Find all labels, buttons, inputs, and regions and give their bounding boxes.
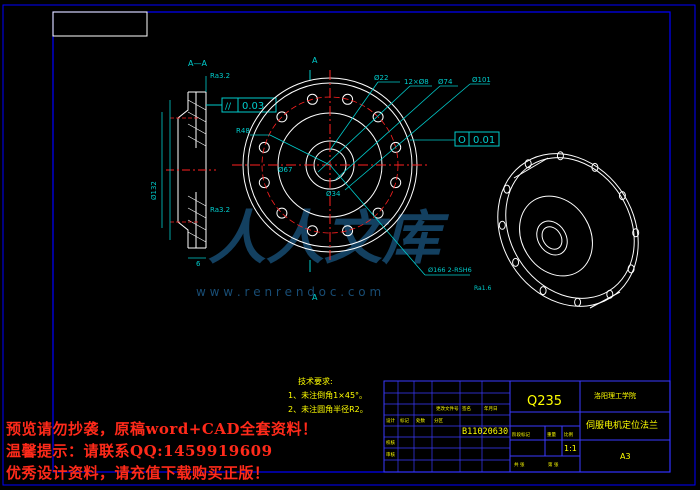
iso-bolt-hole (591, 162, 599, 172)
cut-mark-bottom: A (312, 293, 318, 302)
section-label: A—A (188, 59, 207, 68)
dim-section-thickness: 6 (196, 260, 201, 268)
dim-label-8: Ø34 (326, 190, 341, 198)
bolt-hole (342, 225, 354, 237)
title-label-review: 审核 (386, 451, 395, 458)
iso-view (497, 151, 640, 309)
section-view: A—A Ø132 6 Ra3.2 Ra3 (150, 59, 277, 268)
iso-bolt-hole (618, 191, 626, 201)
tech-req-item-1: 1、未注倒角1×45°。 (288, 390, 367, 400)
iso-bolt-hole (524, 159, 532, 169)
roughness-3: Ra1.6 (474, 285, 491, 292)
title-label-weight: 重量 (547, 431, 556, 438)
title-school: 洛阳理工学院 (594, 391, 636, 400)
tol-circularity-symbol: O (458, 135, 466, 146)
bolt-hole (390, 177, 402, 189)
watermark-text: 人人文库 (208, 204, 450, 272)
outer-frame (2, 4, 696, 486)
dim-section-height: Ø132 (150, 181, 158, 200)
bolt-hole (276, 207, 288, 219)
tech-req-item-2: 2、未注圆角半径R2。 (288, 404, 368, 414)
dim-label-5: R48 (236, 127, 250, 135)
title-label-sign: 签名 (462, 405, 471, 412)
roughness-1: Ra3.2 (210, 72, 230, 80)
bolt-hole (258, 177, 270, 189)
bolt-hole (258, 141, 270, 153)
title-label-mark: 标记 (400, 417, 409, 424)
watermark: 人人文库 w w w . r e n r e n d o c . c o m (196, 204, 450, 299)
overlay-line-2: 温馨提示：请联系QQ:1459919609 (6, 442, 273, 460)
dim-label-7: Ø67 (278, 166, 292, 174)
bolt-hole (372, 111, 384, 123)
title-label-stage: 阶段标记 (512, 431, 530, 438)
dim-label-1: Ø22 (374, 74, 388, 82)
iso-bolt-hole (503, 184, 511, 194)
title-label-design: 设计 (386, 417, 395, 424)
dimension-leaders (250, 81, 490, 276)
overlay-line-3: 优秀设计资料，请充值下载购买正版！ (6, 464, 270, 482)
tol-circularity-value: 0.01 (473, 135, 495, 146)
title-label-date: 年月日 (484, 405, 498, 412)
dim-label-4: Ø101 (472, 76, 491, 84)
title-label-sheetno: 第 张 (548, 461, 559, 468)
title-label-check: 校核 (386, 439, 395, 446)
roughness-2: Ra3.2 (210, 206, 230, 214)
title-block (383, 380, 671, 473)
title-label-docno: 更改文件号 (436, 405, 459, 412)
iso-bolt-hole (539, 286, 547, 296)
title-labels: 设计 校核 审核 标记 处数 分区 更改文件号 签名 年月日 阶段标记 重量 比… (386, 405, 573, 468)
corner-box (52, 11, 148, 37)
iso-bolt-hole (512, 257, 520, 267)
tech-req-title: 技术要求: (298, 376, 333, 386)
title-label-zone: 分区 (434, 417, 443, 424)
iso-bolt-hole (632, 228, 640, 238)
iso-bolt-hole (556, 151, 564, 161)
dim-label-10: Ø166 2-RSH6 (428, 266, 472, 274)
bolt-hole (390, 141, 402, 153)
bolt-hole (306, 225, 318, 237)
cut-markers: A A (309, 56, 318, 302)
bolt-hole (342, 93, 354, 105)
title-scale: 1:1 (564, 444, 577, 453)
iso-bolt-hole (498, 220, 506, 230)
tol-parallel-symbol: // (225, 102, 232, 112)
title-sheet: A3 (620, 452, 631, 461)
title-label-count: 处数 (416, 417, 425, 424)
title-label-total: 共 张 (514, 461, 525, 468)
iso-bolt-hole (627, 264, 635, 274)
inner-frame (52, 11, 671, 473)
title-part-name: 伺服电机定位法兰 (586, 419, 658, 431)
tech-requirements: 技术要求: 1、未注倒角1×45°。 2、未注圆角半径R2。 (288, 376, 368, 414)
cut-mark-top: A (312, 56, 318, 65)
dim-label-3: Ø74 (438, 78, 453, 86)
bolt-hole (276, 111, 288, 123)
watermark-url: w w w . r e n r e n d o c . c o m (196, 285, 381, 299)
dim-label-2: 12×Ø8 (404, 78, 429, 86)
tol-parallel-value: 0.03 (242, 101, 264, 112)
iso-bolt-hole (606, 289, 614, 299)
title-material: Q235 (527, 394, 562, 409)
bolt-hole (306, 93, 318, 105)
overlay-line-1: 预览请勿抄袭，原稿word+CAD全套资料！ (6, 420, 318, 438)
bolt-hole (372, 207, 384, 219)
title-label-ratio: 比例 (564, 431, 573, 438)
title-drawing-number: B11020630 (462, 427, 508, 437)
iso-bolt-hole (574, 297, 582, 307)
tol-circularity: O 0.01 (454, 131, 500, 147)
